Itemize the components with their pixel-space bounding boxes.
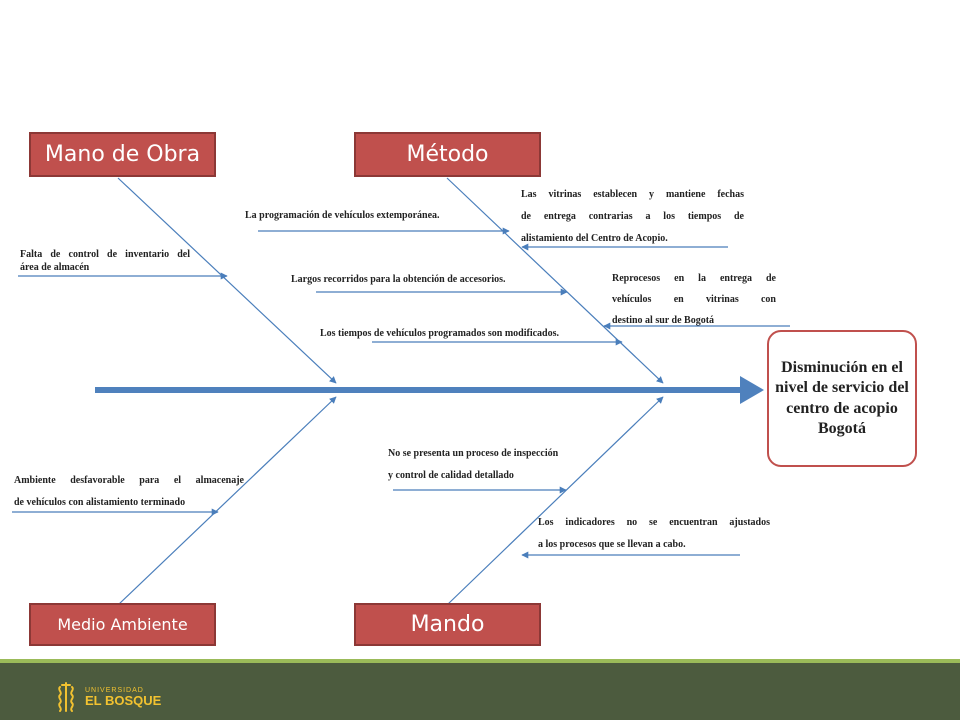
bone-metodo bbox=[446, 177, 664, 384]
category-mano-de-obra-label: Mano de Obra bbox=[44, 142, 201, 167]
cause-reprocesos-line1: Reprocesos en la entrega de bbox=[612, 273, 776, 284]
bone-mando bbox=[446, 396, 664, 606]
footer-accent-line bbox=[0, 659, 960, 663]
cause-falta-control-line2: área de almacén bbox=[20, 261, 90, 273]
cause-largos-recorridos-text: Largos recorridos para la obtención de a… bbox=[291, 274, 506, 285]
cause-indicadores-line2: a los procesos que se llevan a cabo. bbox=[538, 539, 686, 550]
cause-reprocesos-line3: destino al sur de Bogotá bbox=[612, 315, 715, 326]
cause-inspeccion-line1: No se presenta un proceso de inspección bbox=[388, 448, 559, 459]
cause-reprocesos-line2: vehículos en vitrinas con bbox=[612, 294, 776, 305]
bone-mano-de-obra bbox=[117, 177, 337, 384]
cause-tiempos-modificados-text: Los tiempos de vehículos programados son… bbox=[320, 328, 560, 339]
category-metodo: Método bbox=[354, 132, 541, 177]
effect-label: Disminución en el nivel de servicio del … bbox=[775, 358, 909, 437]
cause-indicadores: Los indicadores no se encuentran ajustad… bbox=[538, 512, 770, 556]
logo-top-text: UNIVERSIDAD bbox=[85, 687, 144, 694]
category-mando: Mando bbox=[354, 603, 541, 646]
cause-ambiente-line2: de vehículos con alistamiento terminado bbox=[14, 497, 186, 508]
logo-emblem-icon bbox=[58, 682, 74, 712]
cause-programacion: La programación de vehículos extemporáne… bbox=[245, 210, 440, 223]
cause-vitrinas-line2: de entrega contrarias a los tiempos de bbox=[521, 211, 744, 222]
spine-arrowhead bbox=[740, 376, 764, 404]
cause-inspeccion: No se presenta un proceso de inspección … bbox=[388, 443, 558, 487]
category-metodo-label: Método bbox=[406, 142, 489, 167]
category-medio-ambiente: Medio Ambiente bbox=[29, 603, 216, 646]
effect-box: Disminución en el nivel de servicio del … bbox=[767, 330, 917, 467]
category-mano-de-obra: Mano de Obra bbox=[29, 132, 216, 177]
logo-bottom-text: EL BOSQUE bbox=[85, 693, 162, 708]
cause-ambiente: Ambiente desfavorable para el almacenaje… bbox=[14, 470, 244, 514]
cause-tiempos-modificados: Los tiempos de vehículos programados son… bbox=[320, 328, 559, 341]
cause-falta-control-line1: Falta de control de inventario del bbox=[20, 249, 190, 260]
cause-indicadores-line1: Los indicadores no se encuentran ajustad… bbox=[538, 517, 770, 528]
university-logo: UNIVERSIDAD EL BOSQUE bbox=[55, 681, 161, 713]
cause-reprocesos: Reprocesos en la entrega de vehículos en… bbox=[612, 268, 776, 331]
footer-band bbox=[0, 663, 960, 720]
category-mando-label: Mando bbox=[410, 612, 485, 637]
bone-medio-ambiente bbox=[117, 396, 337, 606]
cause-vitrinas-line3: alistamiento del Centro de Acopio. bbox=[521, 233, 668, 244]
cause-inspeccion-line2: y control de calidad detallado bbox=[388, 470, 514, 481]
cause-vitrinas: Las vitrinas establecen y mantiene fecha… bbox=[521, 184, 744, 250]
cause-ambiente-line1: Ambiente desfavorable para el almacenaje bbox=[14, 475, 244, 486]
cause-largos-recorridos: Largos recorridos para la obtención de a… bbox=[291, 274, 506, 287]
cause-vitrinas-line1: Las vitrinas establecen y mantiene fecha… bbox=[521, 189, 744, 200]
cause-falta-control: Falta de control de inventario del área … bbox=[20, 249, 190, 274]
category-medio-ambiente-label: Medio Ambiente bbox=[57, 615, 188, 634]
cause-programacion-text: La programación de vehículos extemporáne… bbox=[245, 210, 440, 221]
